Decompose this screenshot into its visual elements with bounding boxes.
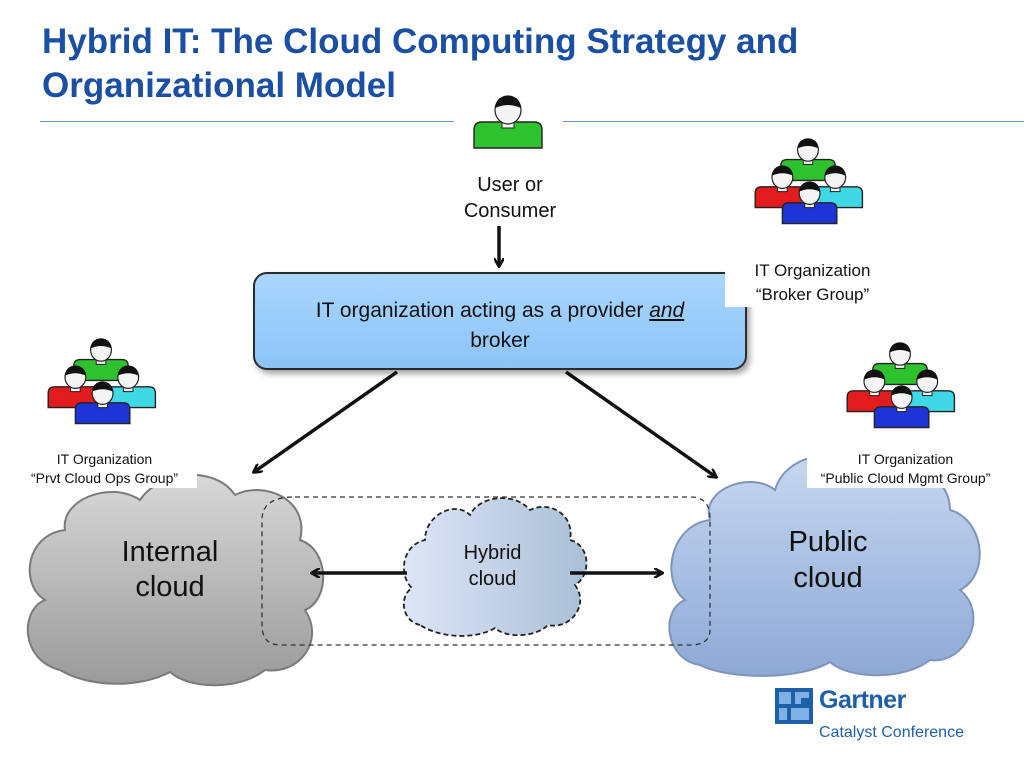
private-group-person-green-icon	[73, 338, 129, 382]
gartner-logo: Gartner Catalyst Conference	[775, 686, 995, 746]
private-group-line2: “Prvt Cloud Ops Group”	[30, 470, 179, 486]
provider-text: IT organization acting as a provider	[315, 299, 650, 322]
public-group-label: IT Organization “Public Cloud Mgmt Group…	[807, 450, 1004, 488]
arrow-provider-to-internal	[254, 370, 399, 472]
internal-cloud-line2: cloud	[135, 571, 205, 603]
public-group-line1: IT Organization	[857, 451, 954, 467]
private-group-line1: IT Organization	[56, 451, 153, 467]
slide-title: Hybrid IT: The Cloud Computing Strategy …	[42, 20, 1002, 108]
broker-group-line1: IT Organization	[754, 261, 871, 280]
broker-group-label: IT Organization “Broker Group”	[725, 259, 900, 307]
internal-cloud-label: Internal cloud	[90, 535, 250, 605]
public-group-person-green-icon	[872, 342, 928, 386]
title-line-2: Organizational Model	[42, 66, 396, 105]
broker-group-person-green-icon	[780, 138, 836, 182]
title-rule-left	[40, 121, 454, 122]
private-group-person-blue-icon	[74, 381, 131, 425]
user-label-line2: Consumer	[463, 200, 557, 222]
people-icons	[47, 95, 956, 429]
public-cloud-line2: cloud	[793, 562, 863, 594]
hybrid-zone-outline	[261, 496, 711, 646]
internal-cloud	[26, 474, 325, 687]
provider-emphasis: and	[649, 299, 685, 322]
hybrid-cloud-line2: cloud	[468, 568, 517, 590]
gartner-brand: Gartner	[819, 686, 906, 714]
public-cloud-line1: Public	[788, 526, 868, 558]
hybrid-cloud-label: Hybrid cloud	[440, 540, 545, 592]
title-line-1: Hybrid IT: The Cloud Computing Strategy …	[42, 22, 799, 61]
public-group-person-blue-icon	[873, 385, 930, 429]
public-group-line2: “Public Cloud Mgmt Group”	[820, 470, 991, 486]
private-group-label: IT Organization “Prvt Cloud Ops Group”	[12, 450, 197, 488]
arrow-provider-to-public	[564, 370, 716, 477]
internal-cloud-line1: Internal	[121, 536, 219, 568]
broker-group-line2: “Broker Group”	[755, 285, 870, 304]
gartner-subtitle: Catalyst Conference	[819, 724, 964, 741]
gartner-mark-icon	[775, 688, 813, 724]
provider-broker-box: IT organization acting as a provider and…	[253, 272, 747, 370]
user-label: User or Consumer	[430, 172, 590, 224]
hybrid-cloud	[403, 497, 588, 637]
broker-group-person-blue-icon	[781, 181, 838, 225]
provider-text-line2: broker	[470, 329, 530, 352]
user-consumer-icon	[473, 95, 543, 149]
public-cloud-label: Public cloud	[748, 524, 908, 596]
hybrid-cloud-line1: Hybrid	[463, 542, 522, 564]
title-rule-right	[563, 121, 1024, 122]
user-label-line1: User or	[477, 174, 543, 196]
